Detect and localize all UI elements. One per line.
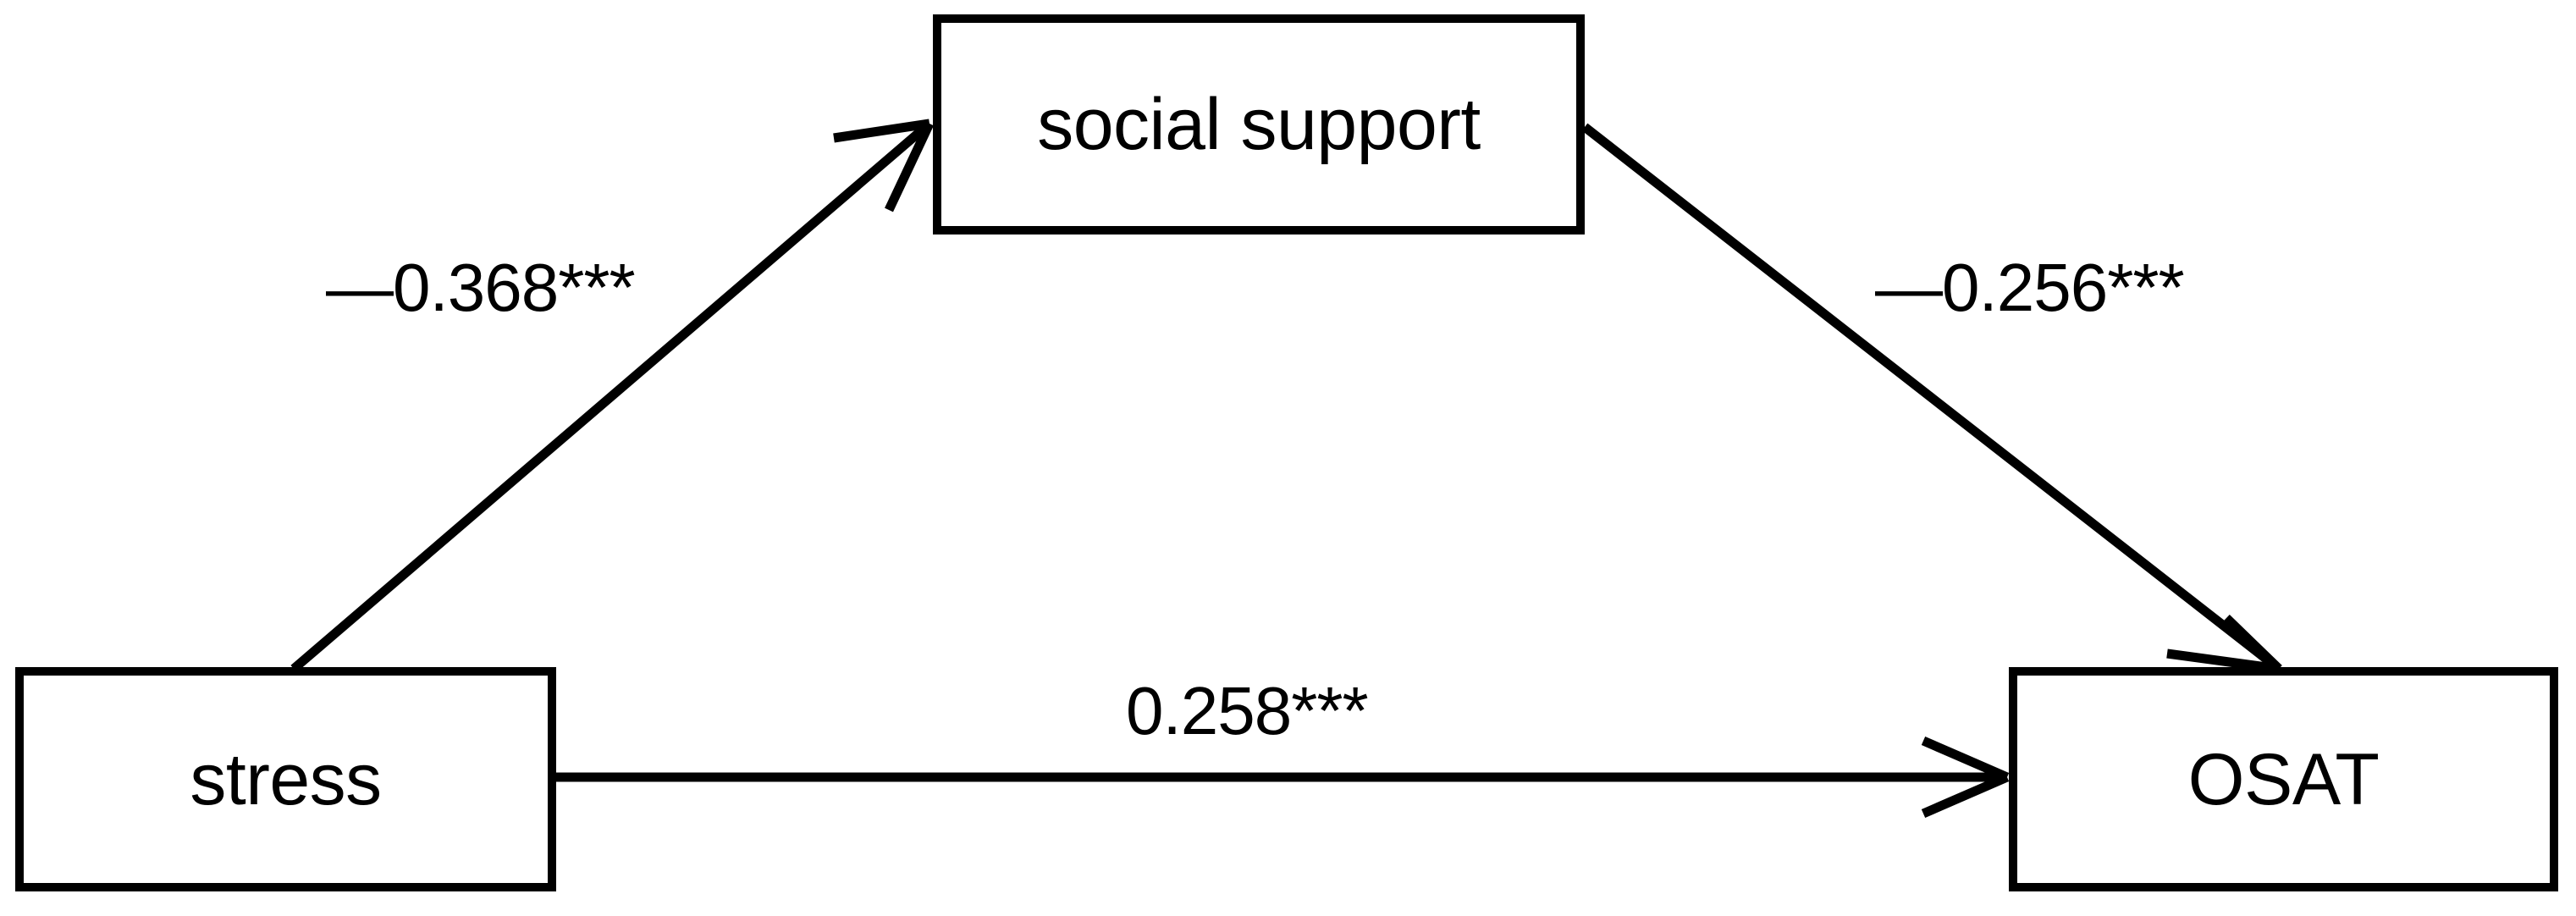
node-stress-label: stress xyxy=(190,738,382,820)
node-stress[interactable]: stress xyxy=(15,667,556,891)
node-osat[interactable]: OSAT xyxy=(2009,667,2558,891)
node-social-support-label: social support xyxy=(1037,84,1481,165)
path-coefficient-b: —0.256*** xyxy=(1875,250,2185,325)
arrow-stress-to-osat xyxy=(556,736,2010,819)
arrow-social-support-to-osat xyxy=(1581,123,2282,674)
node-osat-label: OSAT xyxy=(2187,738,2380,820)
arrow-stress-to-social-support xyxy=(290,119,934,673)
path-coefficient-a: —0.368*** xyxy=(326,250,636,325)
node-social-support[interactable]: social support xyxy=(933,14,1585,235)
path-coefficient-c: 0.258*** xyxy=(1126,673,1369,748)
